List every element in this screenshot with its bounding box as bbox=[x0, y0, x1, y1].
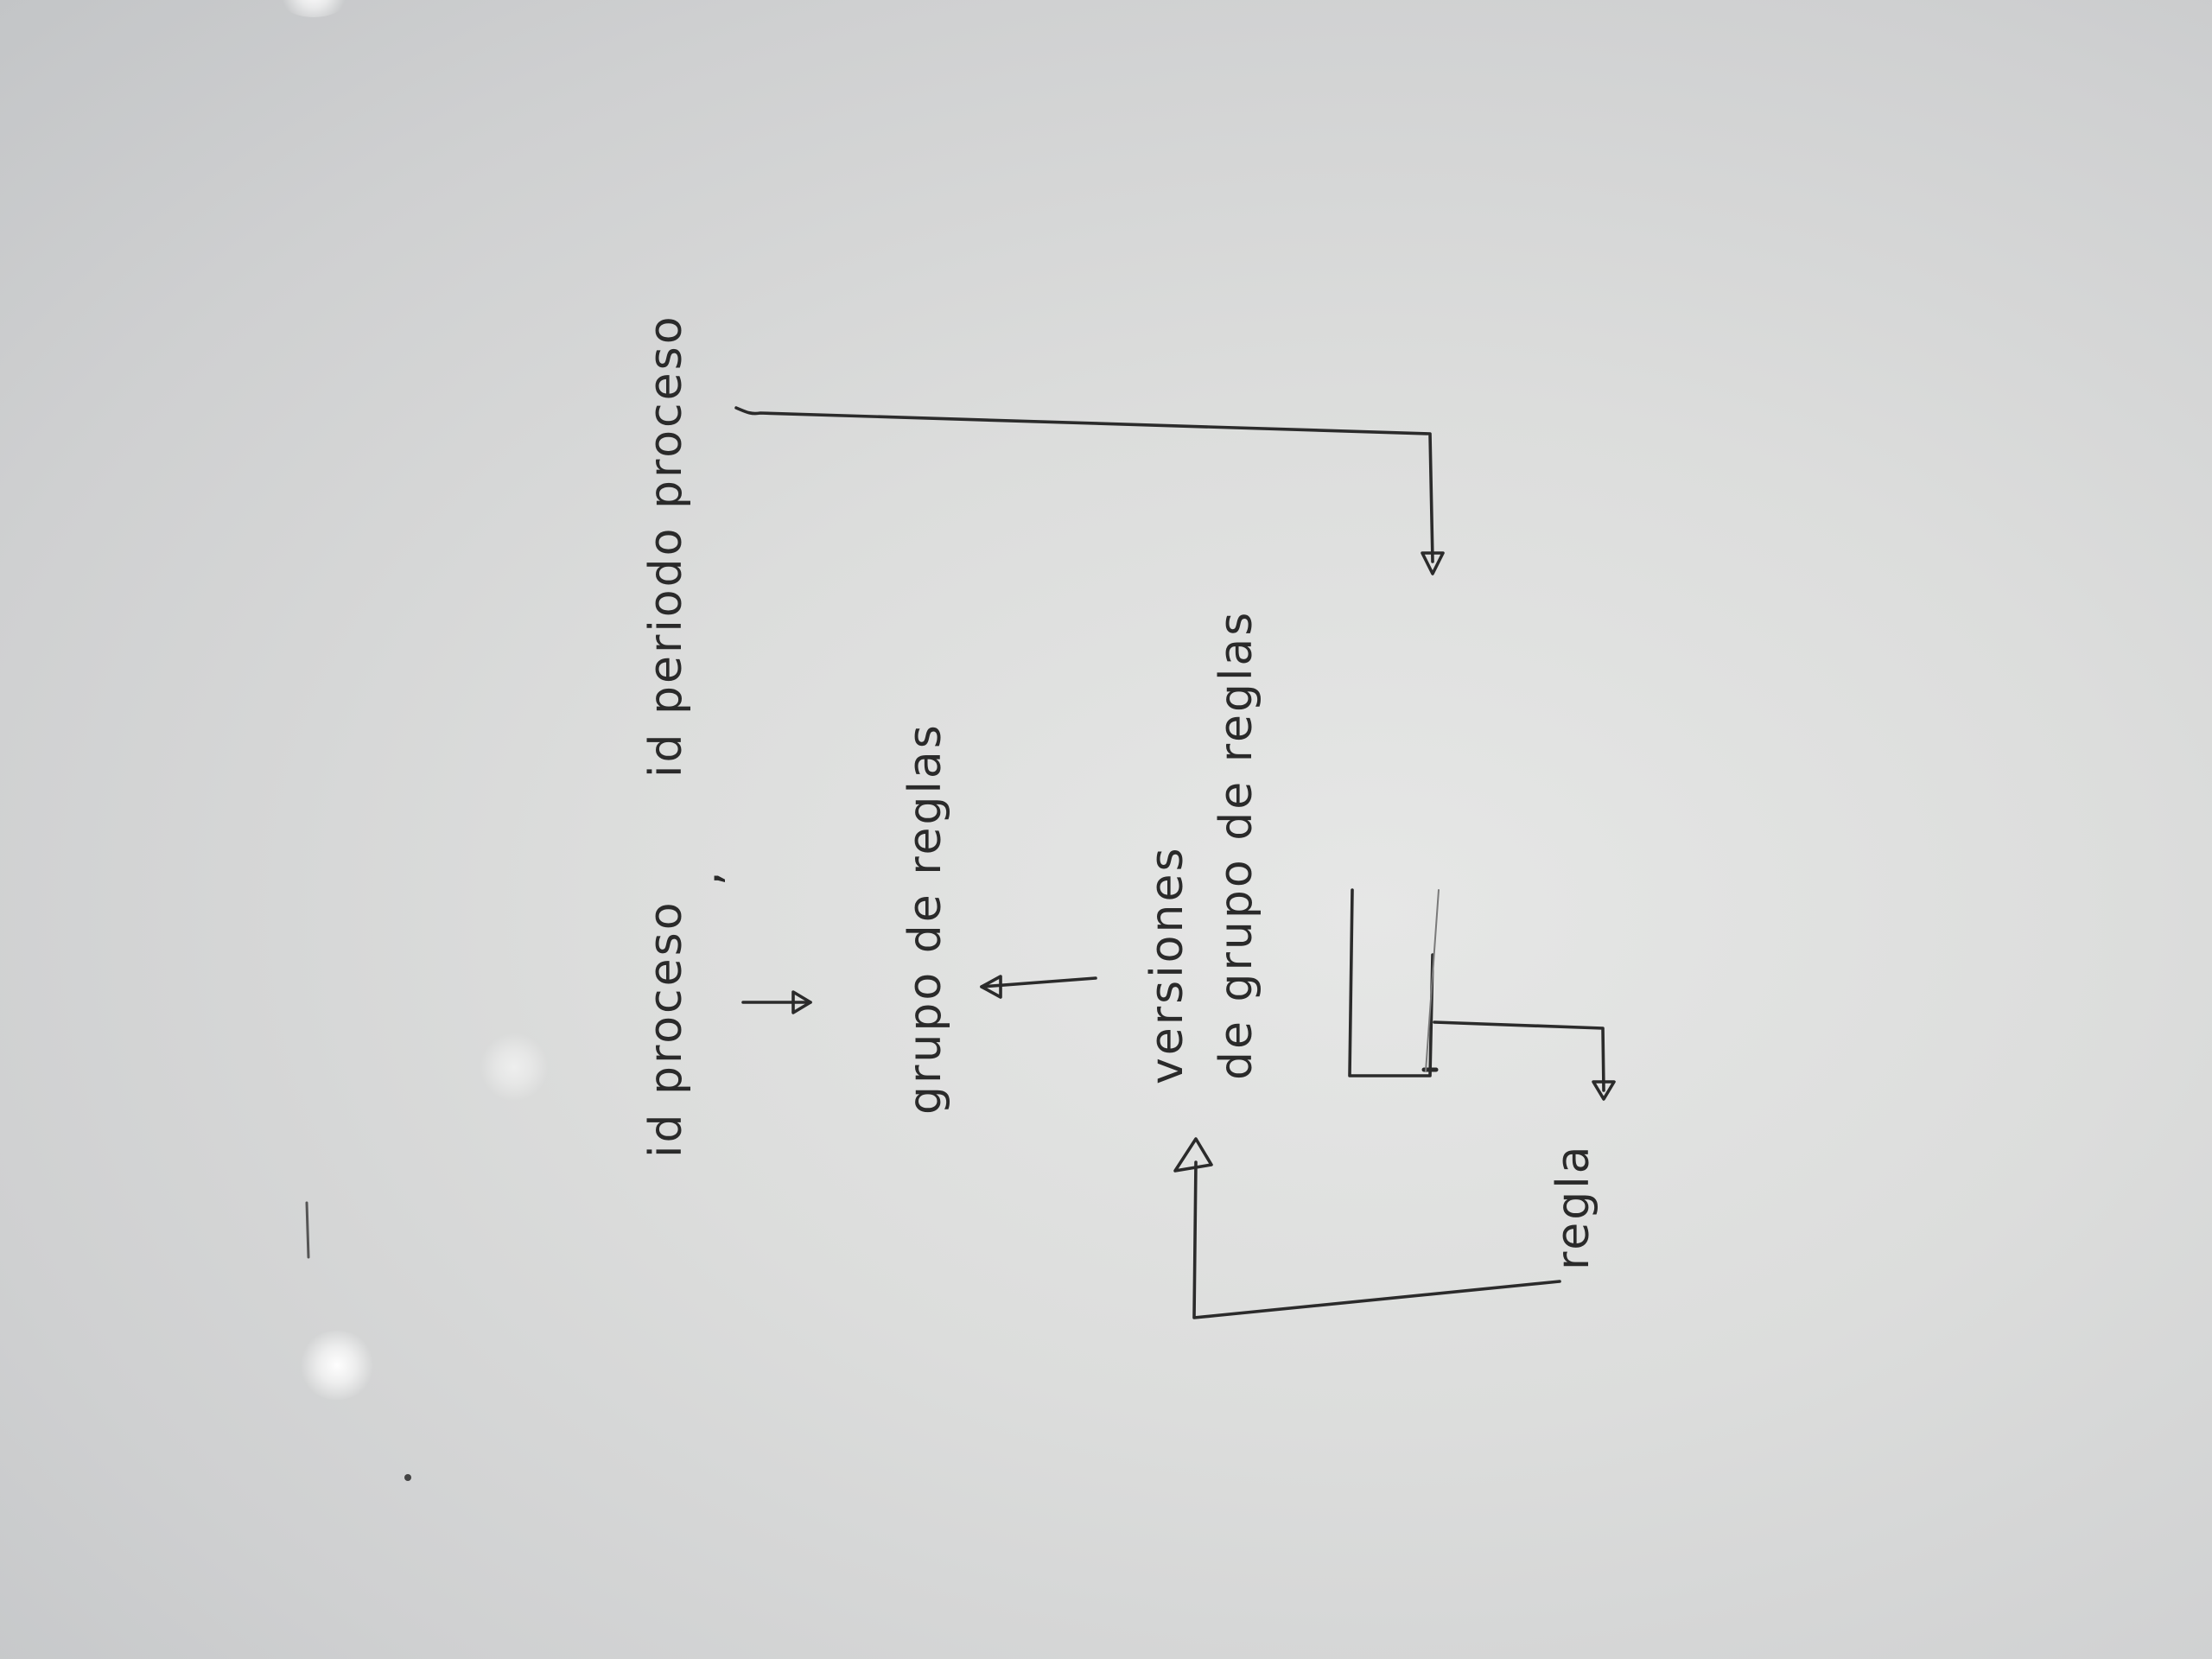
connector-periodo bbox=[734, 406, 1434, 563]
bracket-faint-line bbox=[1425, 889, 1440, 1072]
label-de-grupo-de-reglas: de grupo de reglas bbox=[1211, 609, 1262, 1080]
arrowhead bbox=[1592, 1080, 1616, 1101]
label-regla: regla bbox=[1548, 1143, 1599, 1270]
label-id-periodo-proceso: id periodo proceso bbox=[640, 314, 692, 778]
label-id-proceso: id proceso bbox=[640, 899, 692, 1158]
board-dot bbox=[404, 1474, 411, 1481]
label-grupo-de-reglas: grupo de reglas bbox=[899, 722, 951, 1115]
board-mark bbox=[305, 1201, 310, 1259]
label-separator: , bbox=[679, 868, 731, 886]
arrowhead bbox=[980, 975, 1002, 999]
label-versiones: versiones bbox=[1141, 845, 1193, 1084]
bracket-box bbox=[1348, 888, 1434, 1077]
connector-regla-to-versiones bbox=[1192, 1160, 1561, 1319]
arrowhead bbox=[1421, 551, 1445, 575]
arrowhead bbox=[1173, 1137, 1213, 1173]
connector-bracket-to-regla bbox=[1433, 1020, 1605, 1092]
arrow-versiones-to-grupo bbox=[980, 976, 1097, 988]
light-glare bbox=[480, 1033, 549, 1102]
light-glare bbox=[298, 1331, 376, 1400]
light-glare bbox=[275, 0, 353, 17]
arrowhead bbox=[791, 990, 812, 1014]
